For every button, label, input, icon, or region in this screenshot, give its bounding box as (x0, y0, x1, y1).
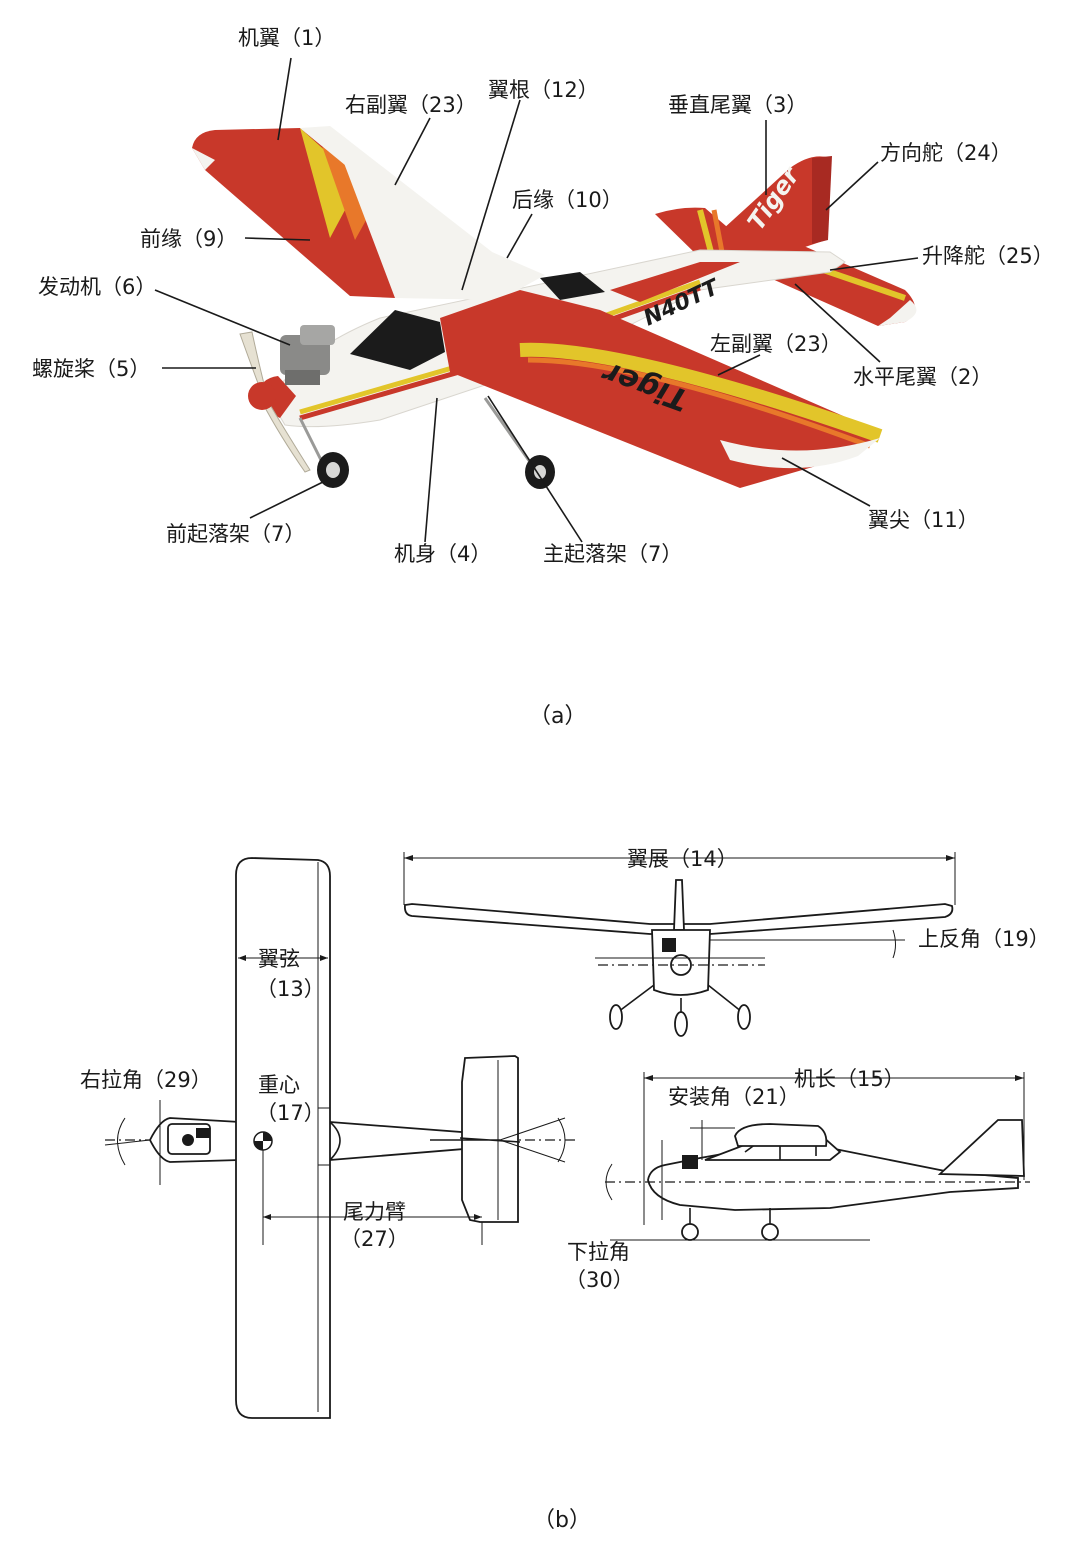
leader-lines-a (154, 57, 919, 543)
label-wingspan: 翼展（14） (627, 847, 738, 871)
label-wing-root: 翼根（12） (488, 78, 599, 102)
label-propeller: 螺旋桨（5） (32, 357, 150, 381)
label-down-thrust-line1: 下拉角 (567, 1240, 630, 1264)
label-length: 机长（15） (794, 1067, 905, 1091)
label-wing: 机翼（1） (238, 26, 335, 50)
main-wing: Tiger (192, 126, 883, 488)
label-chord-line2: （13） (256, 977, 325, 1001)
front-view (403, 852, 956, 1037)
labels-b: 翼展（14） 上反角（19） 翼弦 （13） 右拉角（29） 重心 （17） 机… (80, 847, 1050, 1292)
label-right-thrust: 右拉角（29） (80, 1068, 212, 1092)
label-rudder: 方向舵（24） (880, 141, 1012, 165)
caption-b: （b） (533, 1508, 591, 1533)
figure-a: Tiger N40TT (32, 26, 1054, 729)
propeller (239, 331, 311, 473)
label-nose-gear: 前起落架（7） (166, 522, 305, 546)
label-down-thrust-line2: （30） (565, 1268, 634, 1292)
landing-gear (298, 397, 555, 489)
label-leading-edge: 前缘（9） (140, 227, 237, 251)
labels-a: 机翼（1） 右副翼（23） 翼根（12） 垂直尾翼（3） 方向舵（24） 后缘（… (32, 26, 1054, 566)
label-vertical-tail: 垂直尾翼（3） (668, 93, 807, 117)
label-incidence: 安装角（21） (668, 1085, 800, 1109)
vertical-tail: Tiger (655, 156, 832, 262)
label-tail-arm-line1: 尾力臂 (343, 1200, 406, 1224)
label-tail-arm-line2: （27） (340, 1227, 409, 1251)
label-main-gear: 主起落架（7） (543, 542, 682, 566)
label-right-aileron: 右副翼（23） (345, 93, 477, 117)
top-view (104, 857, 575, 1419)
label-elevator: 升降舵（25） (922, 244, 1054, 268)
label-wing-tip: 翼尖（11） (868, 508, 979, 532)
label-engine: 发动机（6） (38, 275, 156, 299)
label-trailing-edge: 后缘（10） (512, 188, 623, 212)
label-dihedral: 上反角（19） (918, 927, 1050, 951)
caption-a: （a） (529, 704, 586, 729)
figure-b: 翼展（14） 上反角（19） 翼弦 （13） 右拉角（29） 重心 （17） 机… (80, 847, 1050, 1533)
label-horizontal-tail: 水平尾翼（2） (853, 365, 992, 389)
label-fuselage: 机身（4） (394, 542, 491, 566)
label-left-aileron: 左副翼（23） (710, 332, 842, 356)
label-cg-line2: （17） (256, 1101, 325, 1125)
label-chord-line1: 翼弦 (258, 947, 300, 971)
label-cg-line1: 重心 (258, 1073, 300, 1097)
engine (280, 325, 335, 385)
side-view (605, 1072, 1030, 1241)
